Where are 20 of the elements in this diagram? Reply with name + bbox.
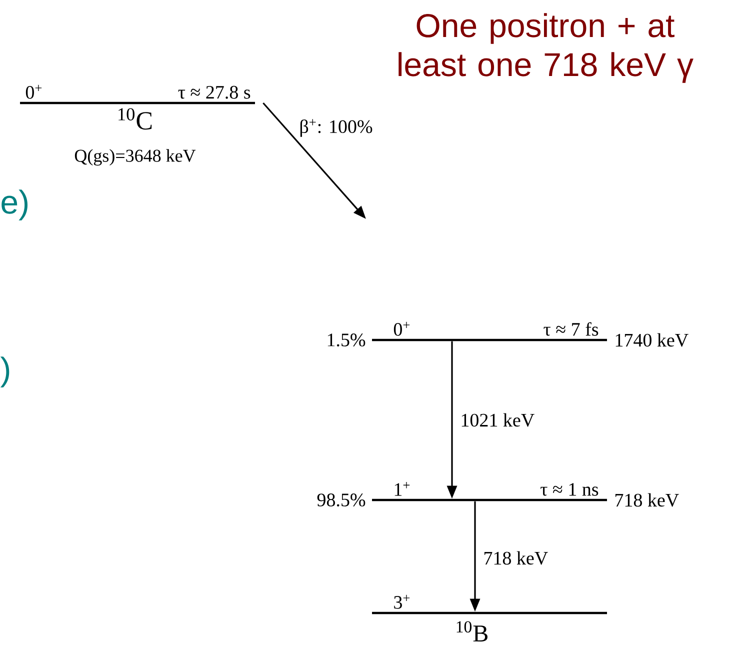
branching-ratio-label: 1.5% [328,334,366,346]
nucleus-label: $^{10}$B [456,621,488,642]
nucleus-label: $^{10}$C [118,108,152,130]
lifetime-label: τ ≈ 27.8 s [178,86,250,99]
energy-label: 1740 keV [616,333,688,347]
lifetime-label: τ ≈ 1 ns [540,483,598,496]
q-value-label: Q(gs)=3648 keV [74,149,196,166]
spin-parity-label: 1$^{+}$ [394,482,410,496]
edge-label: β$^{+}$: 100% [298,118,374,138]
spin-parity-label: 0$^{+}$ [394,322,410,336]
branching-ratio-label: 98.5% [317,494,366,506]
note-text: One positron + at least one 718 keV γ [398,13,694,83]
edge-label: 718 keV [482,550,550,566]
energy-label: 718 keV [615,493,679,507]
edge-label: 1021 keV [459,412,536,428]
cropped-text: e) [2,190,28,220]
lifetime-label: τ ≈ 7 fs [544,322,598,336]
spin-parity-label: 0$^{+}$ [26,84,42,99]
spin-parity-label: 3$^{+}$ [394,594,410,609]
cropped-text: ) [0,356,10,388]
